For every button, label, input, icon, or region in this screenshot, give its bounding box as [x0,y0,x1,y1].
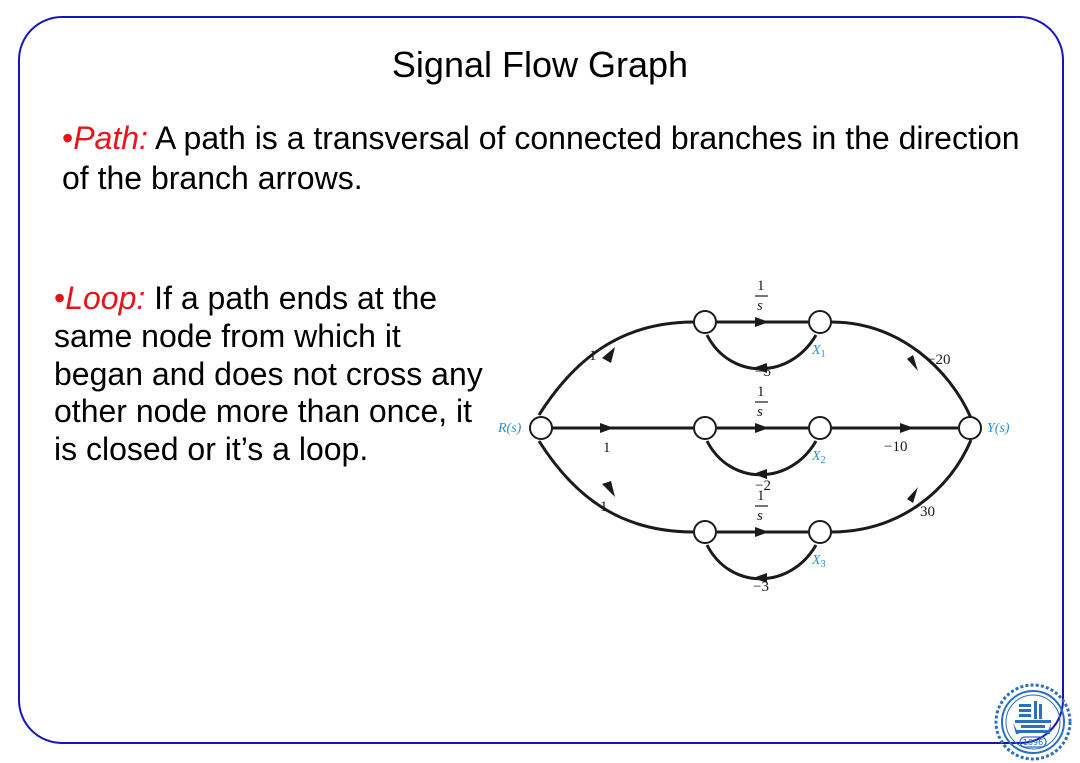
gain-feedback-top: −5 [755,364,771,380]
slide-title: Signal Flow Graph [391,44,689,85]
svg-text:1: 1 [757,278,765,294]
loop-text: If a path ends at the same node from whi… [54,280,483,467]
gain-output-bottom: 30 [920,504,935,520]
loop-term: Loop [65,280,137,316]
loop-feedback-mid [705,440,818,477]
arrow-feedback-mid [753,469,767,479]
arrow-output-mid [900,423,914,433]
gain-feedback-mid: −2 [755,478,771,494]
loop-feedback-bottom [705,544,818,581]
arrow-input-top [602,347,615,363]
arrow-integrator-mid [755,423,769,433]
gain-input-mid: 1 [603,440,611,456]
university-seal-logo: 1896 [994,683,1072,761]
branch-input-top [537,320,695,416]
arrow-integrator-top [755,317,769,327]
loop-colon: : [136,280,146,316]
integrator-gain-mid: 1 s [755,384,768,420]
arrow-output-bottom [907,487,918,503]
node-bottom-left [693,520,717,544]
branch-input-bottom [537,440,695,534]
svg-text:1: 1 [757,488,765,504]
gain-input-bottom: 1 [600,499,608,515]
svg-text:s: s [757,508,763,524]
integrator-gain-top: 1 s [755,278,768,314]
bullet-marker: • [62,120,74,156]
bullet-marker: • [54,280,66,316]
arrow-feedback-bottom [753,573,767,583]
node-x3 [808,520,832,544]
path-term: Path [73,120,140,156]
branch-output-bottom [830,439,973,534]
gain-output-top: −20 [927,352,950,368]
gain-output-mid: −10 [884,439,907,455]
arrow-input-mid [600,423,614,433]
arrow-integrator-bottom [755,527,769,537]
node-mid-left [693,416,717,440]
arrow-feedback-top [753,363,767,373]
gain-feedback-bottom: −3 [753,579,769,595]
path-colon: : [139,120,148,156]
seal-year: 1896 [1023,738,1043,747]
gain-input-top: 1 [589,348,597,364]
svg-text:s: s [757,298,763,314]
input-label: R(s) [497,421,522,436]
node-x1 [808,310,832,334]
node-input [529,416,553,440]
arrow-input-bottom [602,481,615,497]
node-x2 [808,416,832,440]
branch-output-top [830,320,973,419]
arrow-output-top [907,355,918,371]
x3-label: X3 [811,553,826,570]
svg-text:s: s [757,404,763,420]
output-label: Y(s) [987,421,1010,436]
node-output [958,416,982,440]
loop-definition: •Loop: If a path ends at the same node f… [54,280,484,469]
integrator-gain-bottom: 1 s [755,488,768,524]
path-definition: •Path: A path is a transversal of connec… [62,118,1022,198]
path-text: A path is a transversal of connected bra… [62,120,1020,196]
node-top-left [693,310,717,334]
svg-text:1: 1 [757,384,765,400]
x2-label: X2 [811,449,826,466]
x1-label: X1 [811,343,826,360]
